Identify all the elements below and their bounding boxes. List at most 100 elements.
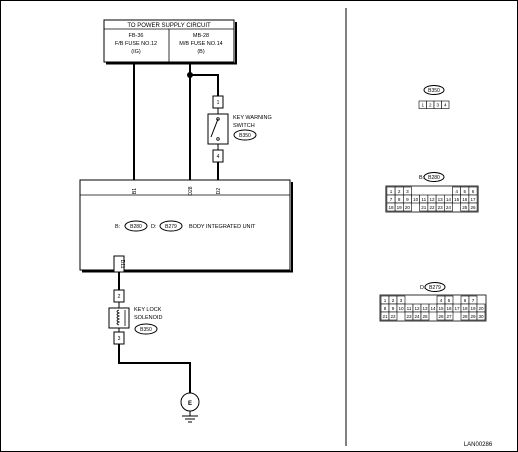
pin-number: 15 xyxy=(438,306,444,311)
pin-number: 17 xyxy=(454,306,460,311)
power-supply-title: TO POWER SUPPLY CIRCUIT xyxy=(127,23,211,29)
pin-d2: D2 xyxy=(216,188,222,195)
pin-cell xyxy=(444,311,454,321)
kls-connector-label: B350 xyxy=(140,327,152,333)
pin-number: 6 xyxy=(472,189,475,194)
figure-code: LAN00286 xyxy=(464,442,493,448)
pin-number: 26 xyxy=(470,205,476,210)
bu-connector-b: B280 xyxy=(130,224,142,230)
pin-number: 12 xyxy=(429,197,435,202)
wire-junction xyxy=(187,72,193,78)
pin-number: 19 xyxy=(397,205,403,210)
pin-number: 2 xyxy=(429,103,432,108)
pin-number: 30 xyxy=(478,314,484,319)
fuse-right-line2: M/B FUSE NO.14 xyxy=(179,41,222,47)
pin-number: 4 xyxy=(455,189,458,194)
pin-number: 10 xyxy=(413,197,419,202)
pin-number: 1 xyxy=(421,103,424,108)
power-supply-box: TO POWER SUPPLY CIRCUIT FB-36 F/B FUSE N… xyxy=(103,19,237,65)
pin-number: 6 xyxy=(464,298,467,303)
connector-id: B279 xyxy=(429,285,441,291)
pin-number: 13 xyxy=(422,306,428,311)
connector-prefix: B: xyxy=(419,175,425,181)
pin-cell xyxy=(476,311,486,321)
fuse-right-line1: MB-28 xyxy=(193,33,209,39)
pin-number: 7 xyxy=(390,197,393,202)
pin-number: 20 xyxy=(478,306,484,311)
pin-number: 20 xyxy=(405,205,411,210)
fuse-left-line2: F/B FUSE NO.12 xyxy=(115,41,157,47)
connector-prefix: D: xyxy=(420,285,426,291)
kls-label-line2: SOLENOID xyxy=(134,315,162,321)
fuse-left-line1: FB-36 xyxy=(129,33,144,39)
pin-number: 5 xyxy=(464,189,467,194)
kws-label-line2: SWITCH xyxy=(233,123,255,129)
pin-number: 21 xyxy=(382,314,388,319)
pin-number: 11 xyxy=(407,306,412,311)
connector-id: B350 xyxy=(428,88,440,94)
pin-number: 7 xyxy=(472,298,475,303)
ground-label: E xyxy=(188,401,192,407)
pin-number: 16 xyxy=(462,197,468,202)
kls-pin-top: 2 xyxy=(118,294,121,300)
pin-number: 13 xyxy=(438,197,444,202)
pin-d11: D11 xyxy=(119,260,125,269)
pin-number: 29 xyxy=(470,314,476,319)
pin-number: 25 xyxy=(422,314,428,319)
pin-number: 24 xyxy=(414,314,420,319)
fuse-right-line3: (B) xyxy=(197,49,205,55)
pin-d28: D28 xyxy=(188,186,194,195)
kws-connector-label: B350 xyxy=(239,133,251,139)
fuse-left-line3: (IG) xyxy=(131,49,141,55)
connector-badge xyxy=(423,85,445,95)
bu-prefix-b: B: xyxy=(115,224,121,230)
pin-number: 4 xyxy=(444,103,447,108)
pin-number: 28 xyxy=(462,314,468,319)
pin-number: 4 xyxy=(440,298,443,303)
body-integrated-unit: B1 D28 D2 B: B280 D: B279 BODY INTEGRATE… xyxy=(79,179,293,273)
pin-cell xyxy=(402,202,412,212)
ground-symbol: E xyxy=(180,392,200,423)
connector-id: B280 xyxy=(428,175,440,181)
kws-pin-bottom: 4 xyxy=(217,154,220,160)
pin-number: 3 xyxy=(436,103,439,108)
pin-number: 22 xyxy=(390,314,396,319)
pin-number: 2 xyxy=(398,189,401,194)
bu-connector-d-badge xyxy=(159,220,183,232)
pin-number: 19 xyxy=(470,306,476,311)
pin-cell xyxy=(441,100,450,109)
pin-number: 3 xyxy=(406,189,409,194)
pin-number: 10 xyxy=(398,306,404,311)
pin-number: 22 xyxy=(429,205,435,210)
pin-cell xyxy=(420,311,430,321)
pin-number: 1 xyxy=(390,189,393,194)
kls-connector-badge xyxy=(134,323,158,335)
bu-name: BODY INTEGRATED UNIT xyxy=(189,224,256,230)
kls-label-line1: KEY LOCK xyxy=(134,307,162,313)
bu-connector-d: B279 xyxy=(165,224,177,230)
kls-pin-bottom: 3 xyxy=(118,336,121,342)
wire-branch-switch xyxy=(190,74,219,96)
pin-number: 24 xyxy=(446,205,452,210)
pin-number: 27 xyxy=(446,314,452,319)
pin-number: 21 xyxy=(421,205,427,210)
pin-number: 18 xyxy=(388,205,394,210)
wires xyxy=(118,62,219,393)
kws-pin-top: 1 xyxy=(217,100,220,106)
pin-cell xyxy=(468,202,478,212)
pin-number: 17 xyxy=(470,197,476,202)
pin-number: 5 xyxy=(448,298,451,303)
bu-connector-b-badge xyxy=(124,220,148,232)
pin-number: 1 xyxy=(384,298,387,303)
pin-number: 9 xyxy=(392,306,395,311)
bu-prefix-d: D: xyxy=(151,224,157,230)
pin-cell xyxy=(388,311,398,321)
connector-badge xyxy=(423,172,445,182)
key-lock-solenoid: 2 3 KEY LOCK SOLENOID B350 xyxy=(108,289,162,345)
pin-number: 12 xyxy=(414,306,420,311)
pin-number: 16 xyxy=(446,306,452,311)
